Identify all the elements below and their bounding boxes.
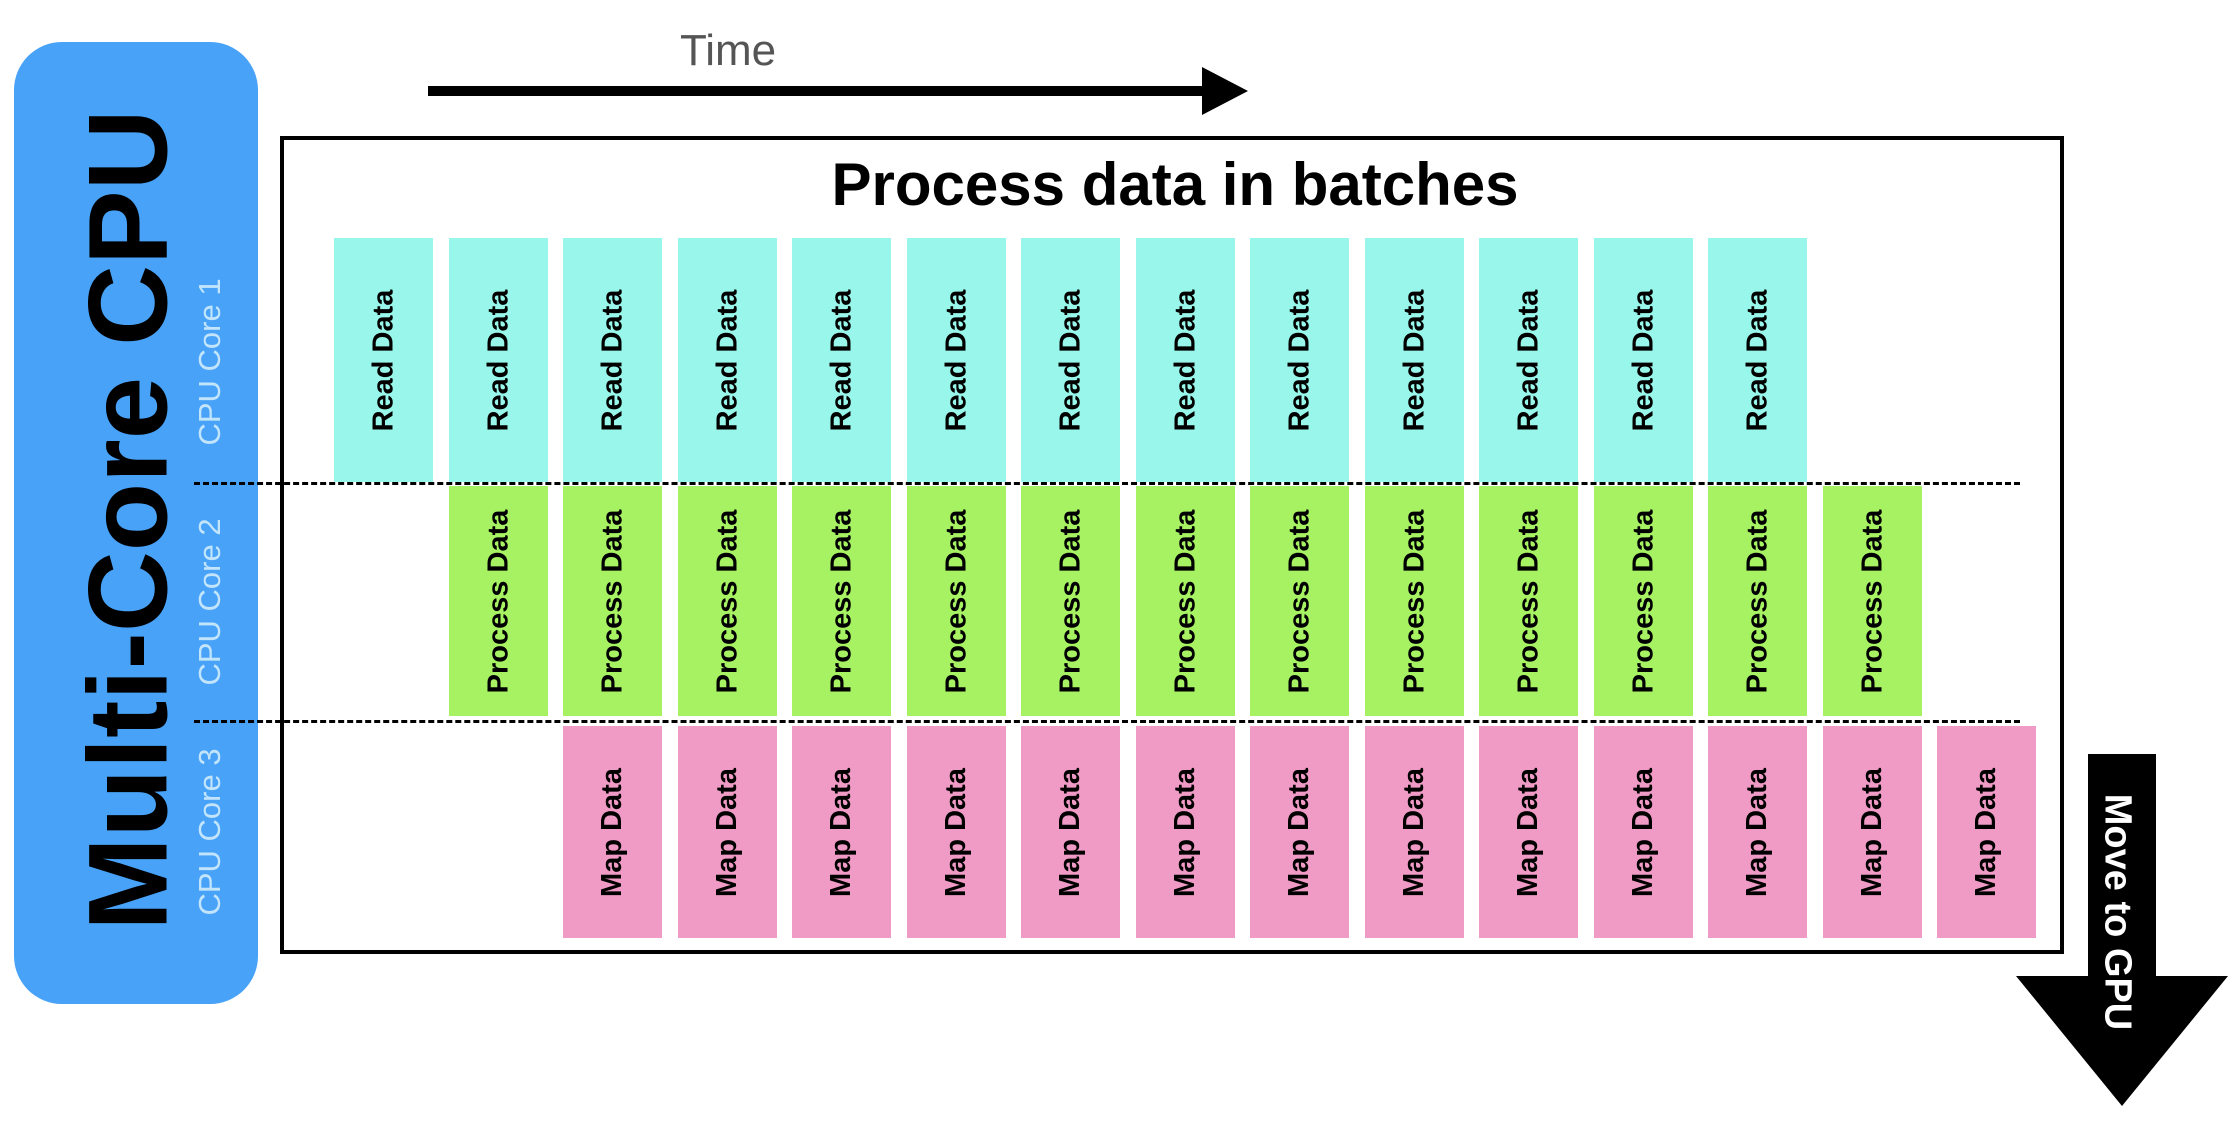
map-data-block: Map Data <box>563 726 662 938</box>
process-data-label: Process Data <box>1741 509 1773 693</box>
read-data-block: Read Data <box>449 238 548 482</box>
process-data-block: Process Data <box>1708 486 1807 716</box>
read-data-block: Read Data <box>907 238 1006 482</box>
map-data-block: Map Data <box>1594 726 1693 938</box>
process-data-block: Process Data <box>563 486 662 716</box>
process-data-block: Process Data <box>1479 486 1578 716</box>
read-data-label: Read Data <box>1054 289 1087 431</box>
process-data-block: Process Data <box>1365 486 1464 716</box>
process-data-label: Process Data <box>1512 509 1544 693</box>
read-data-block: Read Data <box>563 238 662 482</box>
read-data-label: Read Data <box>711 289 744 431</box>
map-data-label: Map Data <box>1283 767 1316 897</box>
read-data-label: Read Data <box>1283 289 1316 431</box>
read-data-label: Read Data <box>482 289 515 431</box>
read-data-block: Read Data <box>1250 238 1349 482</box>
read-data-label: Read Data <box>825 289 858 431</box>
read-data-label: Read Data <box>1512 289 1545 431</box>
time-axis-label: Time <box>680 26 777 75</box>
batch-frame <box>280 136 2064 954</box>
process-data-label: Process Data <box>1627 509 1659 693</box>
process-data-block: Process Data <box>449 486 548 716</box>
process-data-block: Process Data <box>1136 486 1235 716</box>
process-data-label: Process Data <box>482 509 514 693</box>
read-data-label: Read Data <box>1398 289 1431 431</box>
map-data-label: Map Data <box>1741 767 1774 897</box>
time-arrow-head <box>1202 67 1248 115</box>
map-data-block: Map Data <box>1937 726 2036 938</box>
map-data-block: Map Data <box>1250 726 1349 938</box>
move-to-gpu-arrow <box>2016 754 2228 1106</box>
map-data-block: Map Data <box>1479 726 1578 938</box>
map-data-label: Map Data <box>1054 767 1087 897</box>
read-data-block: Read Data <box>1136 238 1235 482</box>
time-arrow-shaft <box>428 86 1208 96</box>
map-data-label: Map Data <box>1970 767 2003 897</box>
read-data-label: Read Data <box>367 289 400 431</box>
map-data-block: Map Data <box>1365 726 1464 938</box>
map-data-block: Map Data <box>907 726 1006 938</box>
read-data-block: Read Data <box>1479 238 1578 482</box>
read-data-label: Read Data <box>1627 289 1660 431</box>
map-data-label: Map Data <box>940 767 973 897</box>
map-data-label: Map Data <box>825 767 858 897</box>
read-data-block: Read Data <box>1021 238 1120 482</box>
read-data-block: Read Data <box>792 238 891 482</box>
map-data-block: Map Data <box>792 726 891 938</box>
read-data-block: Read Data <box>1365 238 1464 482</box>
process-data-block: Process Data <box>792 486 891 716</box>
map-data-label: Map Data <box>1169 767 1202 897</box>
map-data-block: Map Data <box>1021 726 1120 938</box>
process-data-label: Process Data <box>825 509 857 693</box>
read-data-label: Read Data <box>596 289 629 431</box>
map-data-label: Map Data <box>1856 767 1889 897</box>
map-data-label: Map Data <box>711 767 744 897</box>
map-data-block: Map Data <box>1708 726 1807 938</box>
map-data-block: Map Data <box>1136 726 1235 938</box>
core-label-2: CPU Core 2 <box>192 518 227 686</box>
read-data-block: Read Data <box>1594 238 1693 482</box>
diagram-title: Process data in batches <box>831 151 1519 218</box>
process-data-block: Process Data <box>1021 486 1120 716</box>
map-data-label: Map Data <box>1627 767 1660 897</box>
lane-divider-2 <box>194 720 2020 723</box>
process-data-block: Process Data <box>678 486 777 716</box>
lane-divider-1 <box>194 482 2020 485</box>
cpu-title: Multi-Core CPU <box>65 109 191 931</box>
process-data-label: Process Data <box>1398 509 1430 693</box>
map-data-block: Map Data <box>678 726 777 938</box>
read-data-label: Read Data <box>1169 289 1202 431</box>
read-data-block: Read Data <box>1708 238 1807 482</box>
map-data-label: Map Data <box>596 767 629 897</box>
process-data-label: Process Data <box>1054 509 1086 693</box>
core-label-1: CPU Core 1 <box>192 278 227 446</box>
map-data-label: Map Data <box>1398 767 1431 897</box>
process-data-label: Process Data <box>1856 509 1888 693</box>
process-data-label: Process Data <box>1283 509 1315 693</box>
read-data-block: Read Data <box>334 238 433 482</box>
process-data-label: Process Data <box>940 509 972 693</box>
process-data-block: Process Data <box>1594 486 1693 716</box>
read-data-label: Read Data <box>1741 289 1774 431</box>
map-data-block: Map Data <box>1823 726 1922 938</box>
process-data-block: Process Data <box>1250 486 1349 716</box>
process-data-label: Process Data <box>596 509 628 693</box>
read-data-label: Read Data <box>940 289 973 431</box>
core-label-3: CPU Core 3 <box>192 748 227 916</box>
map-data-label: Map Data <box>1512 767 1545 897</box>
process-data-label: Process Data <box>711 509 743 693</box>
cpu-panel <box>14 42 258 1004</box>
process-data-block: Process Data <box>1823 486 1922 716</box>
move-to-gpu-label: Move to GPU <box>2096 793 2139 1031</box>
read-data-block: Read Data <box>678 238 777 482</box>
process-data-block: Process Data <box>907 486 1006 716</box>
process-data-label: Process Data <box>1169 509 1201 693</box>
